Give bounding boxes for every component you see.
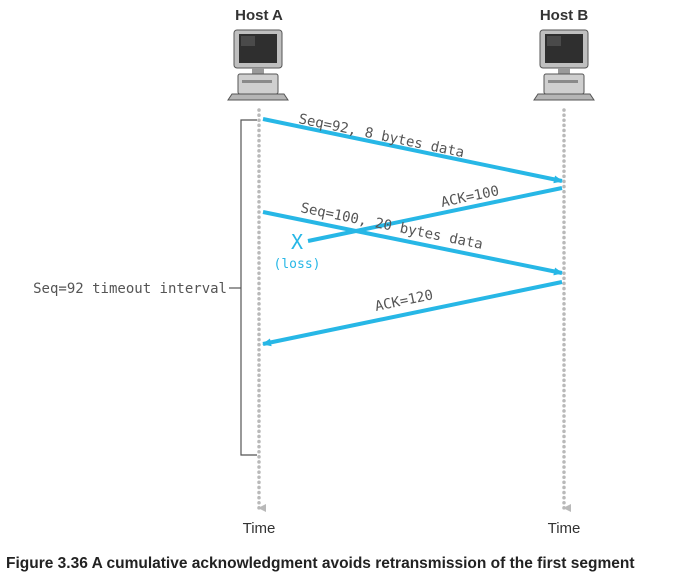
loss-label: (loss) [274,257,321,272]
segment-seq92-arrow [262,117,563,184]
ack100-arrow [307,186,563,243]
host-b-label: Host B [540,7,589,24]
figure-caption: Figure 3.36 A cumulative acknowledgment … [6,555,635,572]
host-a-label: Host A [235,7,283,24]
segment-seq100-arrow [262,210,563,276]
timeout-interval-label: Seq=92 timeout interval [33,281,227,297]
host-a-computer-icon [227,29,289,101]
loss-mark: X [291,230,303,254]
ack120-arrow [262,280,563,347]
timeout-interval-bracket [240,119,257,456]
host-a-time-label: Time [243,520,276,537]
segment-seq92-label: Seq=92, 8 bytes data [297,111,465,161]
host-b-time-label: Time [548,520,581,537]
host-b-computer-icon [533,29,595,101]
